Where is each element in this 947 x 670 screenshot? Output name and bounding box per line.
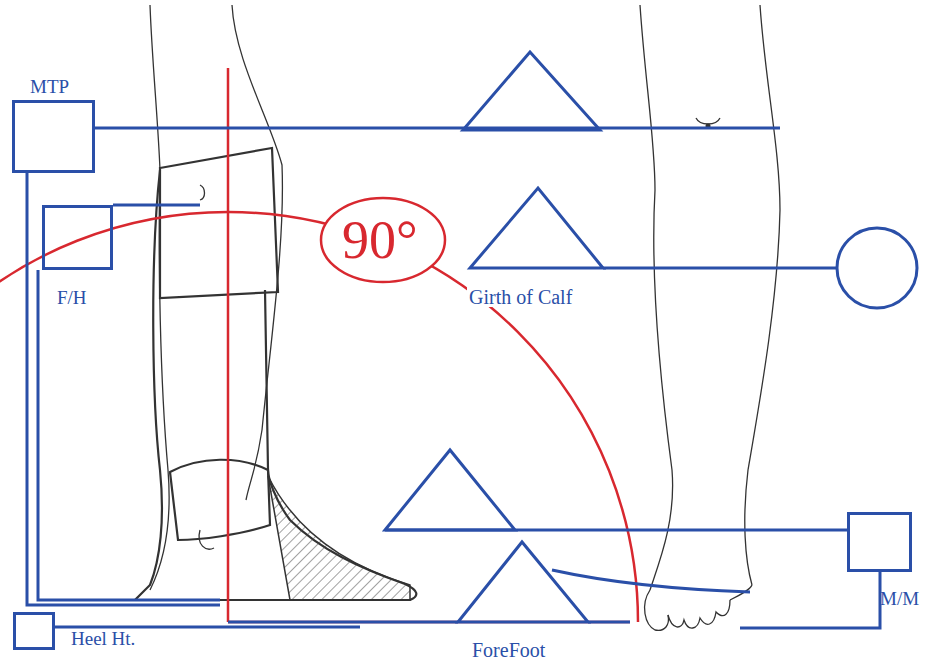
- angle-label: 90°: [330, 204, 436, 276]
- angle-construction: [0, 68, 638, 670]
- measure-lines: [27, 52, 917, 628]
- leg-front: [640, 5, 780, 630]
- measure-label: Girth of Calf: [467, 287, 574, 307]
- node-text: M/M: [880, 589, 919, 608]
- measure-box: F/H: [42, 205, 113, 270]
- measure-box: M/M: [847, 512, 912, 572]
- leg-side: [150, 5, 282, 590]
- forefoot-hatch: [268, 476, 410, 600]
- measure-label: ForeFoot: [470, 640, 547, 660]
- node-text: F/H: [57, 288, 87, 307]
- angle-ellipse: [321, 198, 445, 282]
- measure-box: Heel Ht.: [13, 612, 55, 650]
- measure-box: MTP: [12, 100, 95, 173]
- node-text: MTP: [30, 77, 69, 96]
- node-text: 90°: [342, 213, 418, 267]
- node-text: Heel Ht.: [71, 629, 135, 648]
